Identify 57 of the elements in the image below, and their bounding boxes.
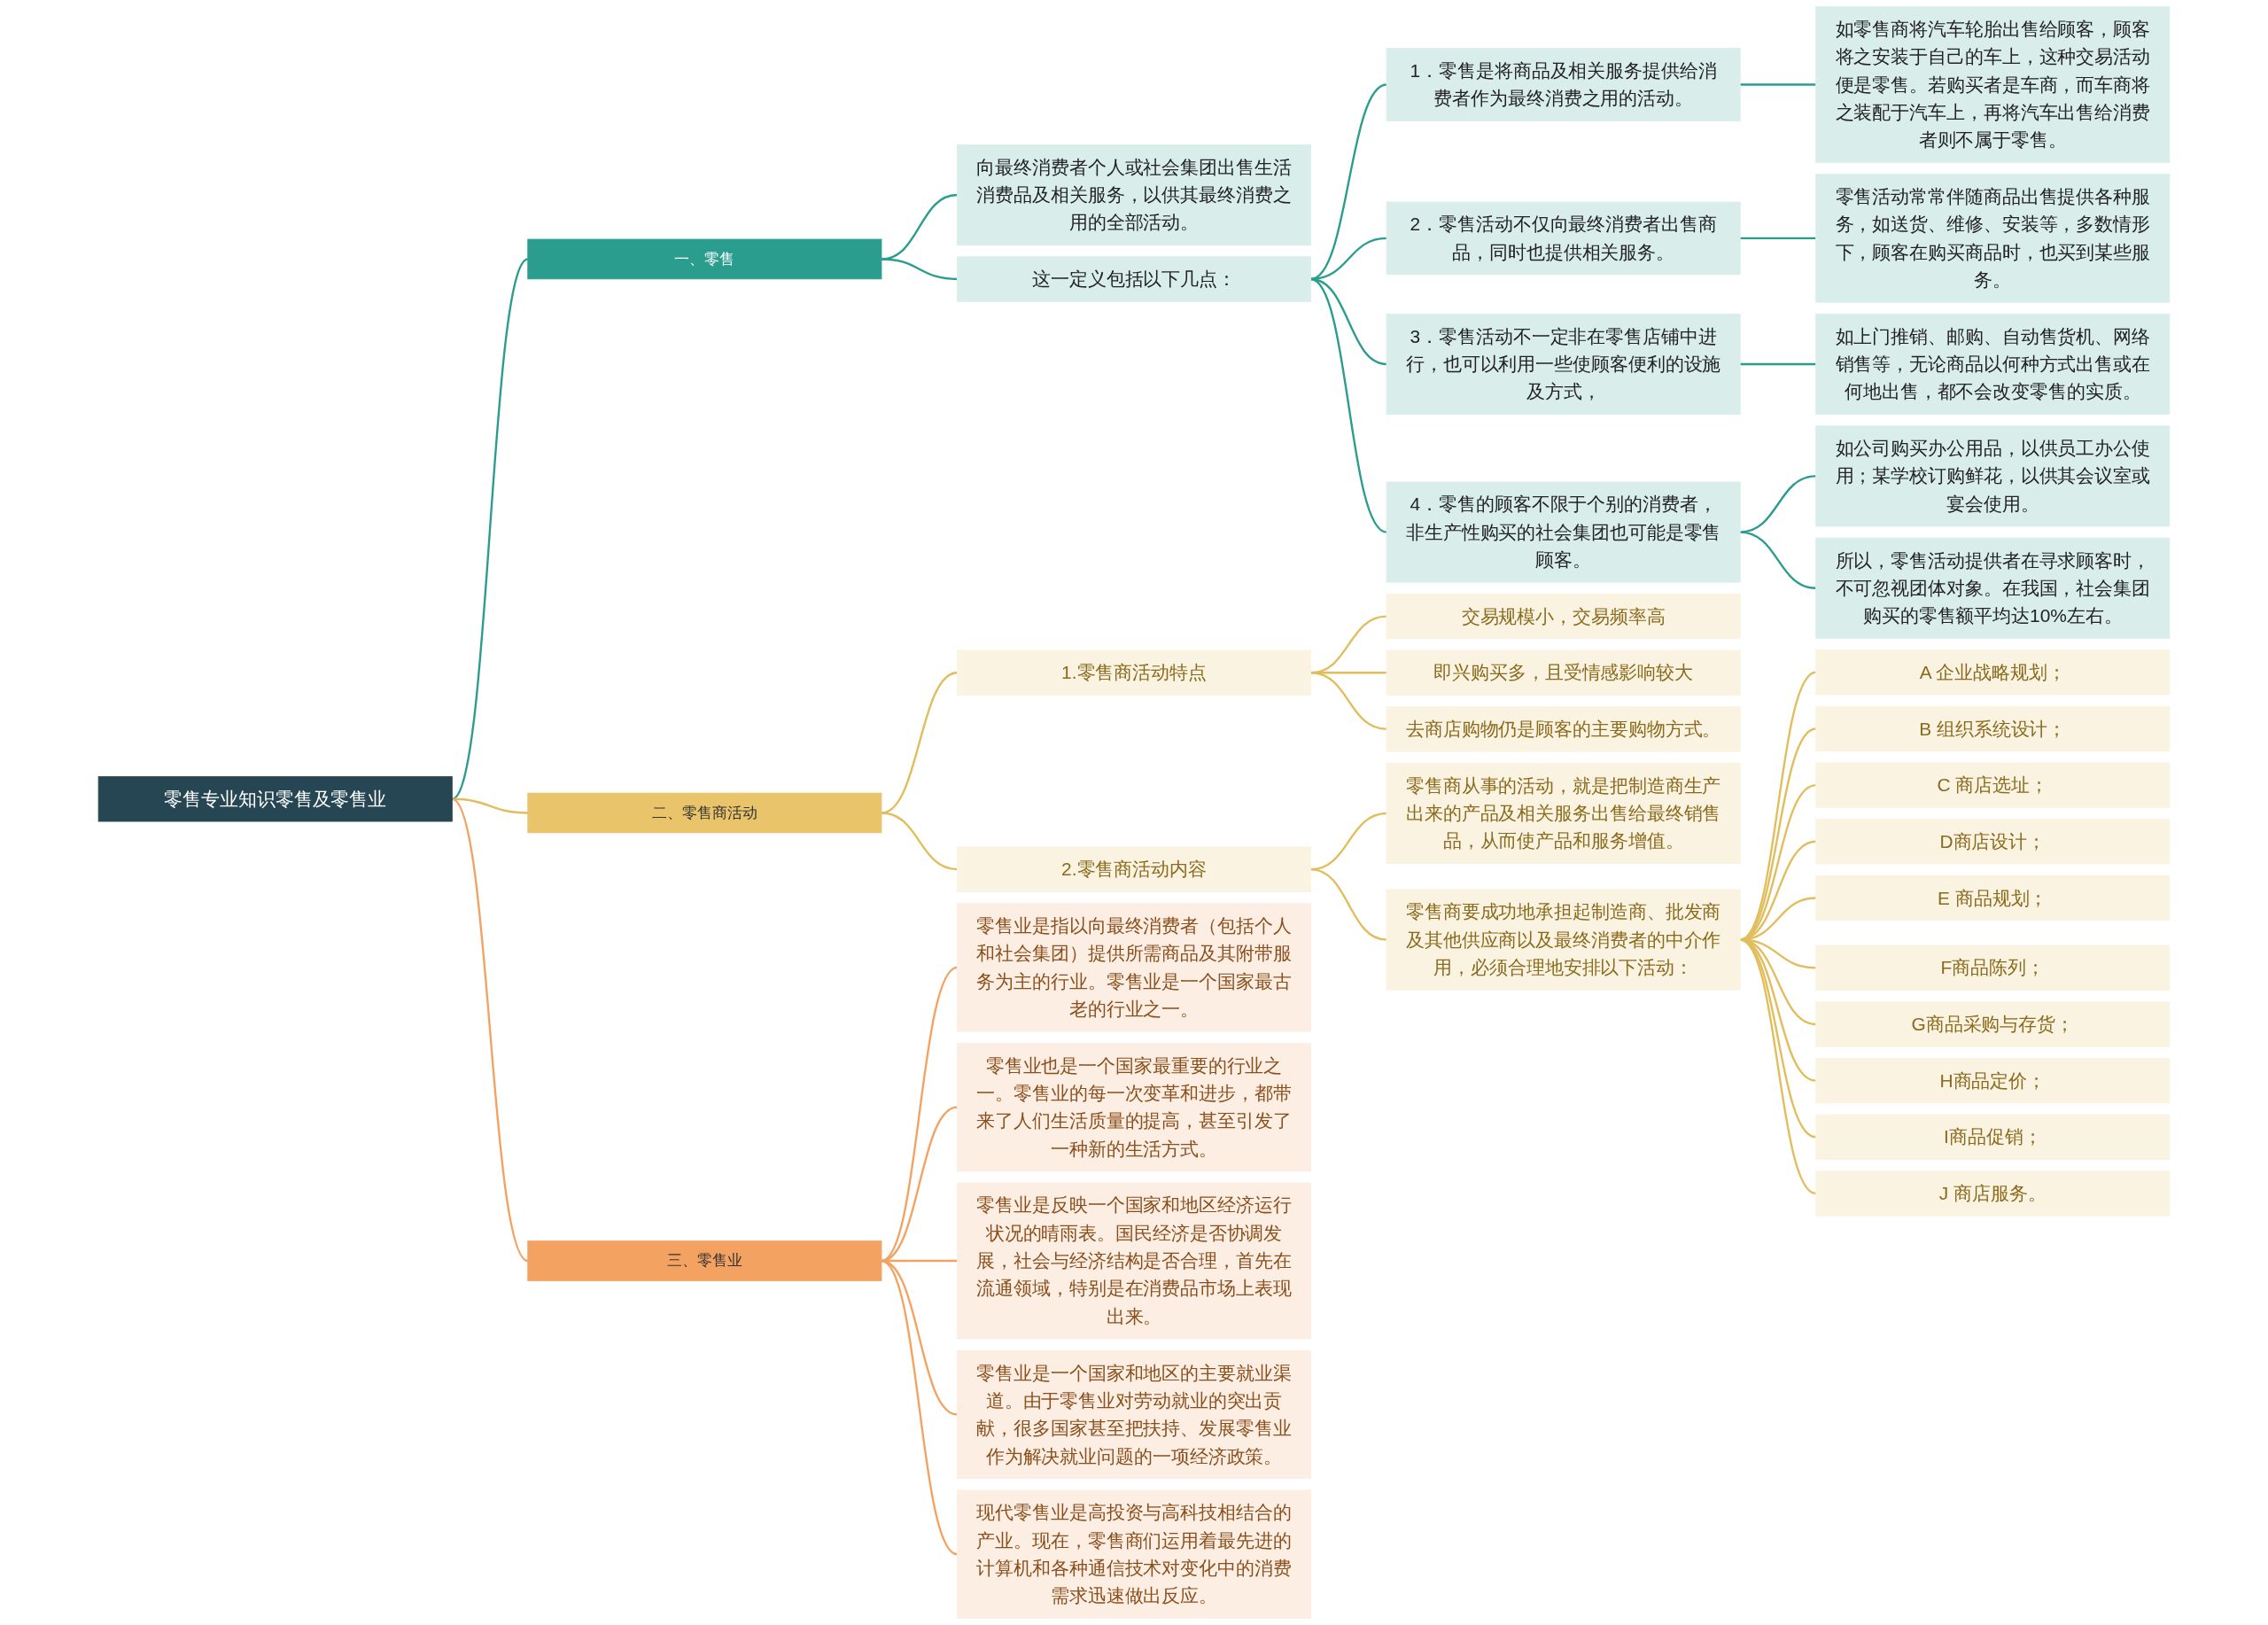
connector (1739, 938, 1817, 1195)
connector (1740, 237, 1816, 240)
node-box (1815, 174, 2171, 303)
connector (1739, 938, 1817, 1139)
connector (1739, 938, 1817, 1082)
node-box (1815, 819, 2171, 865)
connector (452, 797, 528, 814)
connector (1740, 83, 1816, 86)
connector (1740, 475, 1816, 533)
node-box (1386, 593, 1741, 640)
node-box (97, 776, 453, 822)
node-box (1815, 1058, 2171, 1104)
node-box (1815, 875, 2171, 921)
connector (451, 258, 529, 800)
node-box (527, 1240, 882, 1281)
node-box (527, 792, 882, 834)
node-box (1386, 481, 1741, 583)
node-box (1386, 762, 1741, 864)
node-box (1815, 425, 2171, 527)
connector (881, 812, 958, 871)
connector (1740, 362, 1816, 366)
connector (881, 966, 959, 1262)
node-box (1386, 48, 1741, 121)
node-box (1815, 537, 2171, 639)
connector (1310, 83, 1387, 281)
connector (1739, 938, 1816, 1026)
node-box (956, 1489, 1312, 1619)
connector (881, 1260, 959, 1556)
node-box (1815, 313, 2171, 415)
node-box (1386, 706, 1741, 752)
node-box (956, 649, 1312, 696)
node-box (1815, 1114, 2171, 1160)
node-box (1815, 1170, 2171, 1217)
node-box (956, 144, 1312, 245)
node-box (1386, 201, 1741, 276)
connector (881, 258, 958, 281)
connector (1309, 277, 1387, 533)
node-box (1815, 1001, 2171, 1047)
node-box (1386, 313, 1741, 415)
node-box (1815, 649, 2171, 696)
connector (1310, 672, 1387, 731)
node-box (1815, 6, 2171, 163)
node-box (956, 1349, 1312, 1480)
node-box (956, 1042, 1312, 1172)
node-box (1386, 649, 1741, 696)
connector (451, 797, 529, 1262)
node-box (956, 846, 1312, 892)
node-box (956, 903, 1312, 1032)
node-box (1815, 705, 2171, 752)
node-box (527, 238, 882, 280)
connector (1740, 531, 1816, 589)
node-box (1815, 945, 2171, 991)
node-box (956, 256, 1312, 302)
node-box (1386, 889, 1741, 991)
node-box (1815, 762, 2171, 808)
connector (1310, 867, 1387, 941)
node-box (956, 1182, 1312, 1340)
